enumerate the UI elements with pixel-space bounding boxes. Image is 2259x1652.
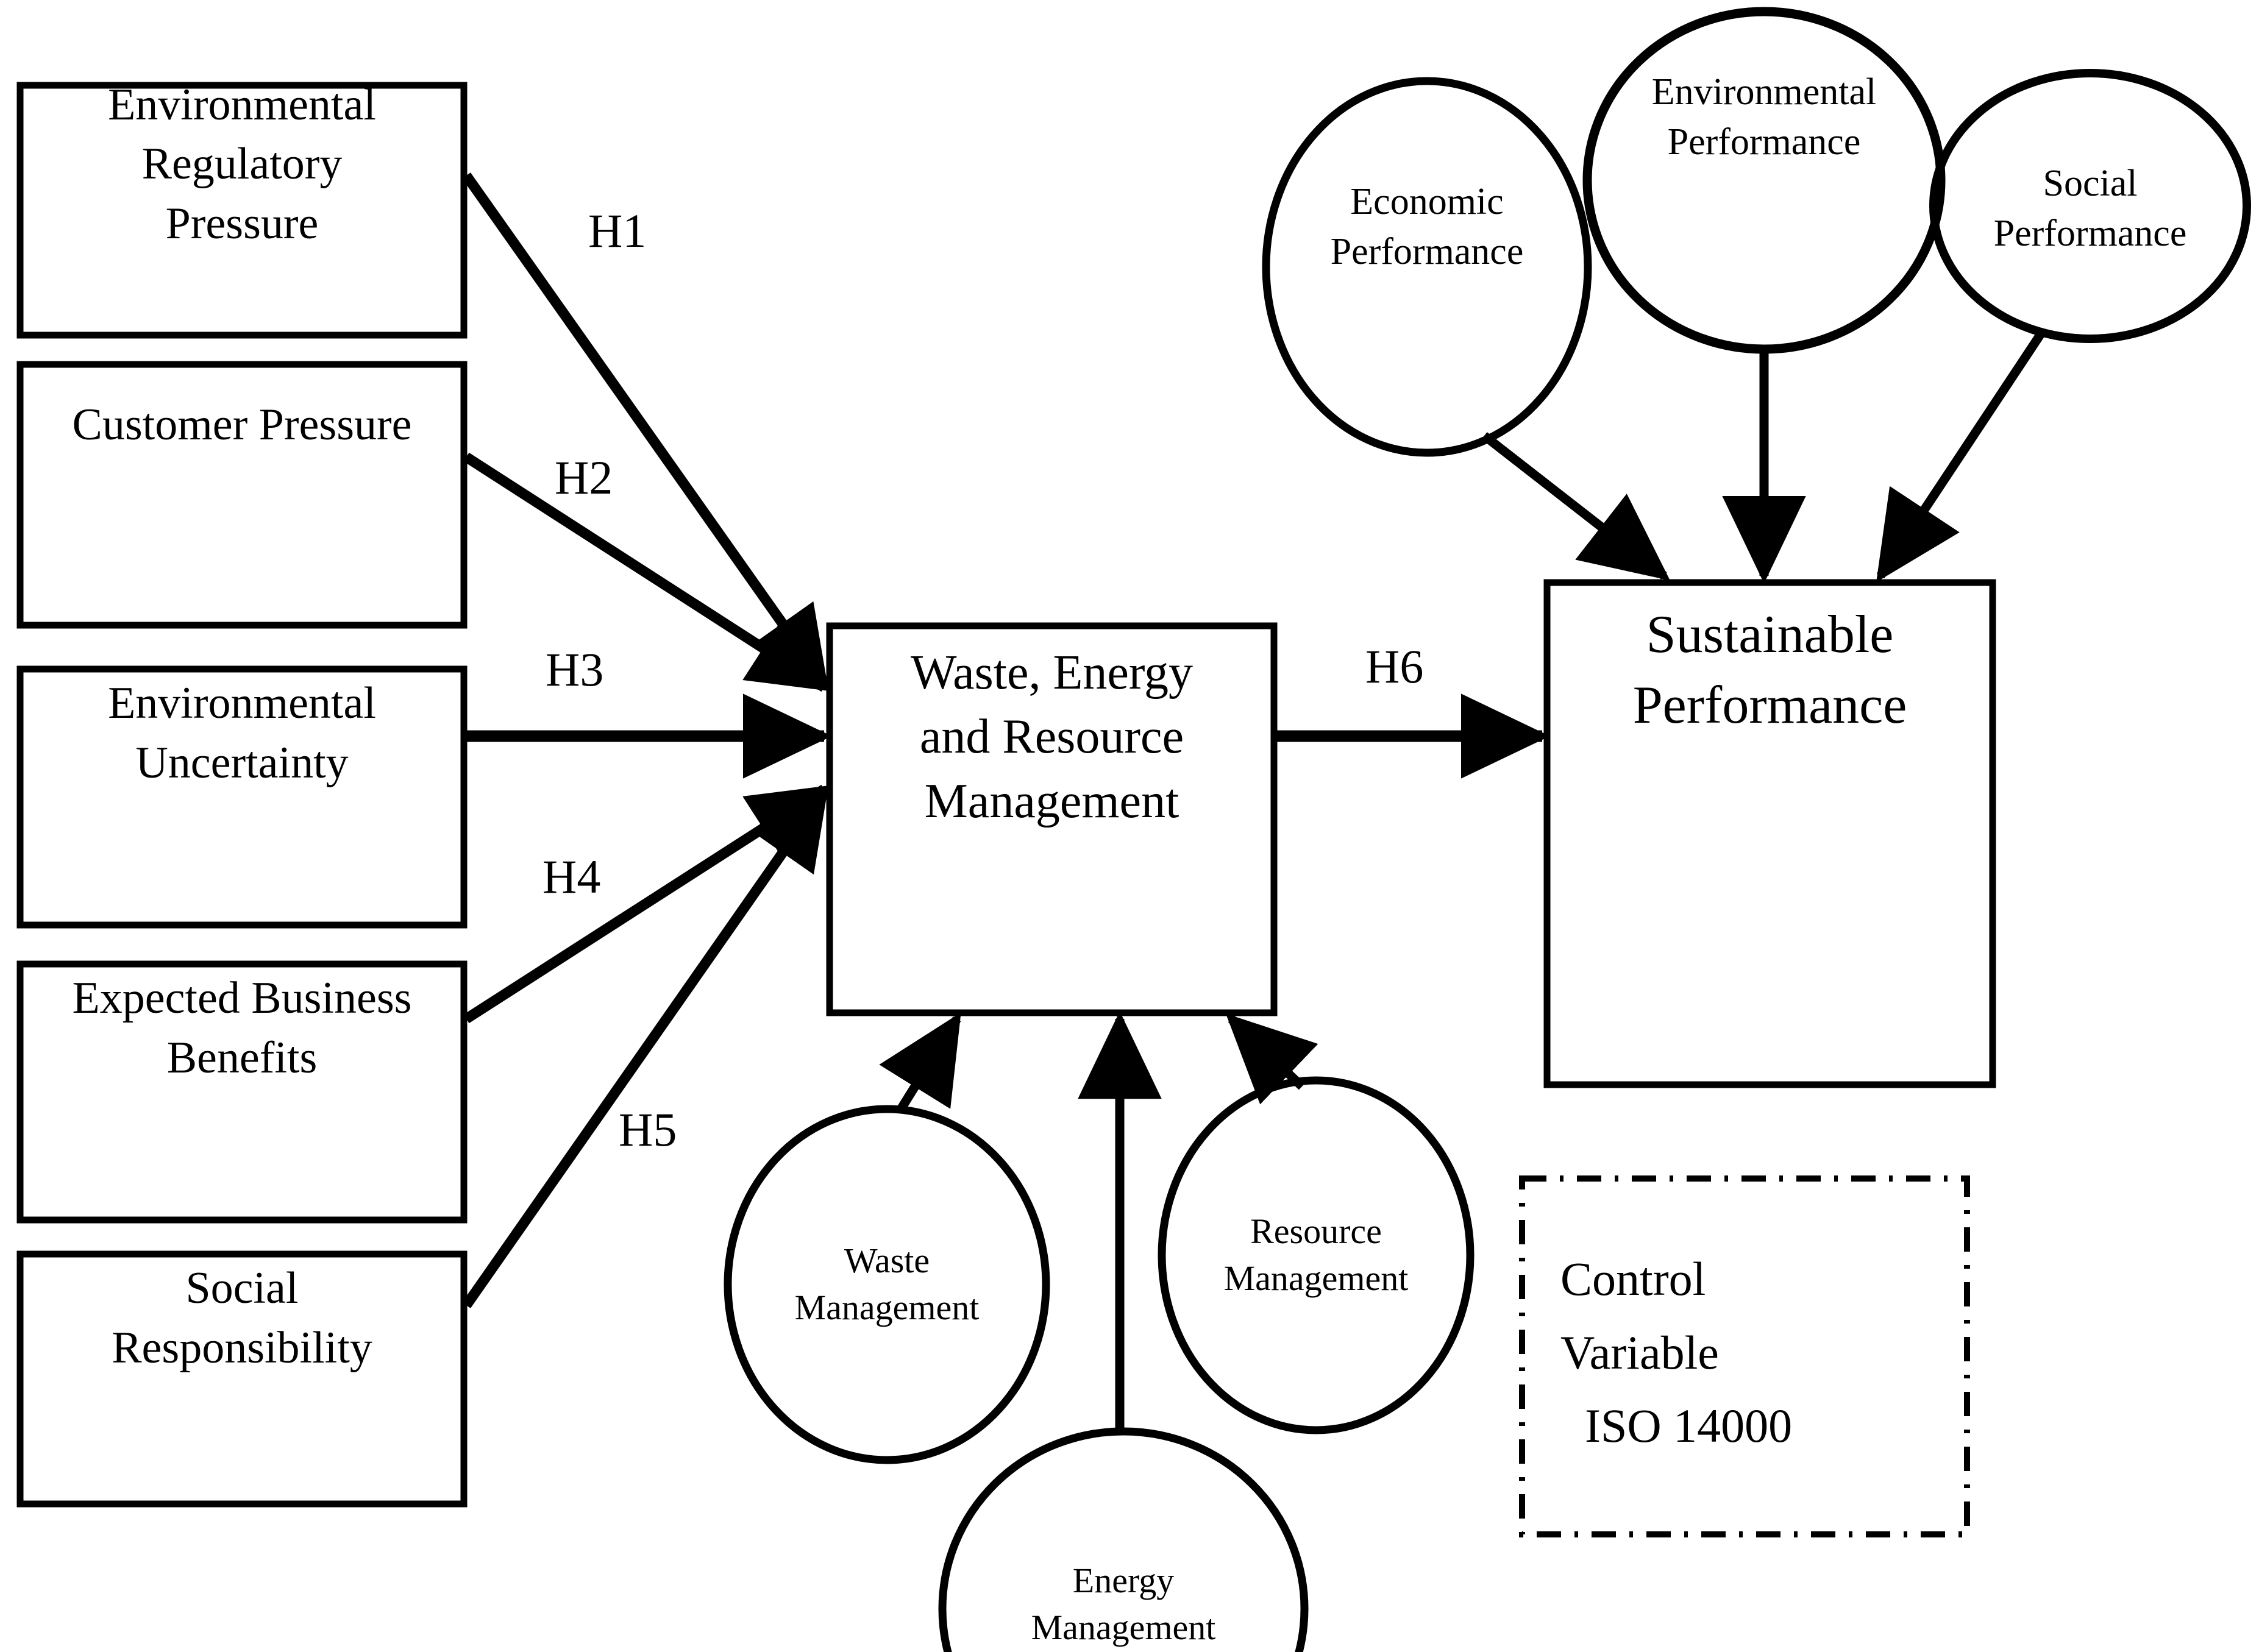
hypothesis-label-h6: H6: [1365, 640, 1424, 693]
box-waste-energy-resource-management[interactable]: [826, 622, 1278, 1016]
box-control-variable[interactable]: [1519, 1175, 1970, 1537]
arrow-h2: [463, 452, 830, 692]
hypothesis-label-h3: H3: [546, 643, 604, 696]
ellipse-waste-management[interactable]: [724, 1105, 1050, 1464]
ellipse-resource-management[interactable]: [1158, 1076, 1475, 1434]
hypothesis-label-h2: H2: [555, 451, 613, 504]
arrow-social-performance-to-outcome: [1876, 329, 2046, 583]
control-variable-line-3: ISO 14000: [1585, 1399, 1793, 1453]
arrow-resource-management-to-center: [1225, 1013, 1318, 1105]
box-environmental-regulatory-pressure[interactable]: [16, 82, 468, 339]
hypothesis-label-h4: H4: [543, 850, 601, 903]
arrow-economic-performance-to-outcome: [1481, 432, 1670, 581]
box-social-responsibility[interactable]: [16, 1250, 468, 1508]
ellipse-economic-performance[interactable]: [1262, 77, 1592, 457]
box-environmental-uncertainty[interactable]: [16, 665, 468, 929]
hypothesis-label-h5: H5: [619, 1103, 677, 1156]
arrow-h1: [462, 172, 828, 689]
ellipse-environmental-performance[interactable]: [1582, 7, 1946, 354]
box-sustainable-performance[interactable]: [1543, 579, 1996, 1088]
arrow-h4: [463, 784, 830, 1024]
ellipse-social-performance[interactable]: [1929, 69, 2251, 343]
ellipse-energy-management[interactable]: [938, 1427, 1309, 1652]
hypothesis-label-h1: H1: [588, 204, 647, 257]
arrow-h5: [462, 787, 828, 1308]
box-expected-business-benefits[interactable]: [16, 960, 468, 1224]
control-variable-text: Control Variable ISO 14000: [1560, 1194, 1951, 1511]
arrow-waste-management-to-center: [879, 1012, 961, 1111]
box-customer-pressure[interactable]: [16, 361, 468, 629]
control-variable-line-2: Variable: [1560, 1325, 1719, 1379]
control-variable-line-1: Control: [1560, 1252, 1706, 1305]
